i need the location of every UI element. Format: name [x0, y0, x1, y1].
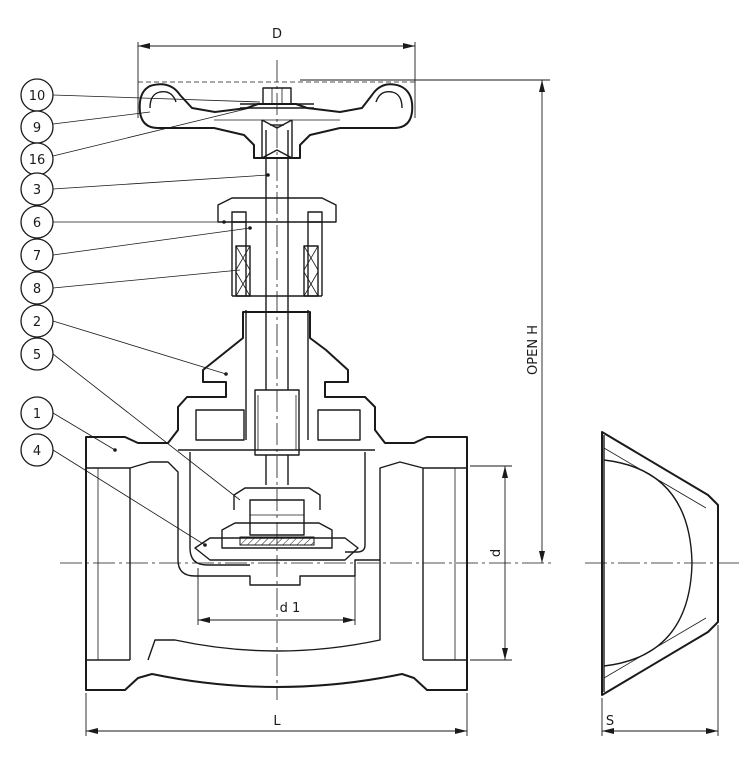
dimension-d1 [197, 568, 356, 625]
balloon-9: 9 [20, 110, 54, 144]
balloon-label: 16 [29, 153, 46, 168]
balloon-5: 5 [20, 337, 54, 371]
balloon-label: 5 [33, 348, 41, 363]
dimension-L [85, 693, 468, 736]
balloon-label: 9 [33, 121, 41, 136]
balloon-8: 8 [20, 271, 54, 305]
balloon-label: 10 [29, 89, 46, 104]
balloon-label: 7 [33, 249, 41, 264]
dimension-d-label: d [489, 549, 504, 557]
balloon-6: 6 [20, 205, 54, 239]
leader-lines [52, 94, 270, 547]
balloon-10: 10 [20, 78, 54, 112]
dimension-S-label: S [606, 714, 614, 729]
handwheel-nut [240, 87, 314, 109]
disc-assembly [194, 487, 359, 561]
balloon-label: 4 [33, 444, 41, 459]
stem [254, 130, 300, 485]
dimension-d1-label: d 1 [280, 601, 301, 616]
dimension-L-label: L [273, 714, 281, 729]
balloon-label: 8 [33, 282, 41, 297]
balloon-3: 3 [20, 172, 54, 206]
balloon-label: 1 [33, 407, 41, 422]
balloon-2: 2 [20, 304, 54, 338]
dimension-D-label: D [272, 27, 282, 42]
dimension-H-label: OPEN H [526, 325, 541, 375]
center-lines [60, 60, 740, 700]
gland-packing [235, 245, 319, 297]
dimension-d [470, 465, 512, 661]
valve-body [85, 311, 468, 691]
balloon-7: 7 [20, 238, 54, 272]
side-view [601, 431, 719, 696]
balloon-label: 6 [33, 216, 41, 231]
gland-nut [217, 197, 337, 223]
balloon-4: 4 [20, 433, 54, 467]
dimension-labels: D OPEN H d d 1 L S [272, 27, 614, 729]
dimension-S [601, 625, 719, 736]
balloons: 10 9 16 3 6 7 8 2 [20, 78, 54, 467]
dimension-H [300, 79, 550, 563]
balloon-16: 16 [20, 142, 54, 176]
balloon-1: 1 [20, 396, 54, 430]
handwheel [138, 83, 414, 159]
balloon-label: 3 [33, 183, 41, 198]
balloon-label: 2 [33, 315, 41, 330]
